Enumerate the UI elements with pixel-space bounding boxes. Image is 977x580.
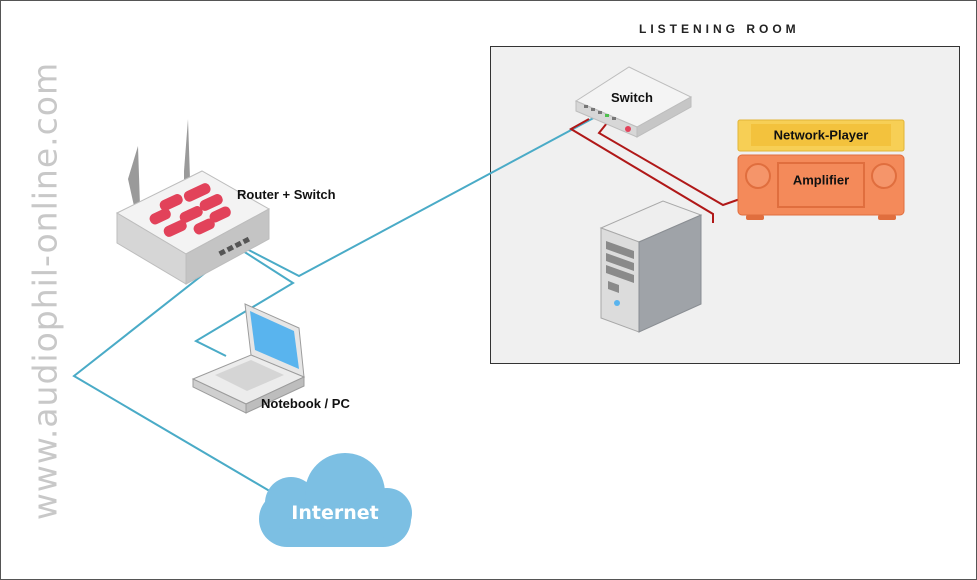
router-ports-icon (218, 236, 251, 257)
network-cables (72, 113, 602, 494)
router-antenna-right (184, 119, 190, 179)
switch-label: Switch (611, 90, 653, 105)
notebook-keyboard-icon (215, 360, 284, 391)
notebook-screen (250, 311, 299, 369)
pc-tower-device (599, 200, 703, 333)
cable-switch-to-player (597, 122, 741, 207)
internet-label: Internet (291, 502, 379, 524)
amplifier-device (737, 154, 905, 220)
pc-drive-bays-icon (606, 241, 634, 293)
router-antenna-left (128, 146, 140, 206)
network-player-device (737, 119, 905, 152)
notebook-device (191, 303, 306, 414)
listening-room-title: LISTENING ROOM (639, 22, 800, 36)
amplifier-label: Amplifier (792, 172, 850, 188)
room-cables (568, 118, 741, 223)
amplifier-display (777, 162, 865, 208)
internet-cloud-icon (259, 453, 412, 547)
cable-router-to-notebook (193, 250, 295, 357)
cable-router-to-switch (238, 113, 602, 278)
switch-ports-icon (584, 105, 616, 120)
router-switch-device (115, 119, 271, 285)
cable-router-to-internet (72, 250, 274, 494)
room-switch-device (574, 66, 693, 138)
amplifier-knob-right-icon (871, 163, 897, 189)
pc-power-led (614, 300, 620, 306)
switch-status-led (625, 126, 631, 132)
network-player-label: Network-Player (773, 127, 869, 143)
amplifier-knob-left-icon (745, 163, 771, 189)
router-logo-icon (149, 183, 231, 237)
router-label: Router + Switch (237, 187, 336, 202)
notebook-label: Notebook / PC (261, 396, 350, 411)
cable-switch-to-pc (568, 118, 714, 223)
